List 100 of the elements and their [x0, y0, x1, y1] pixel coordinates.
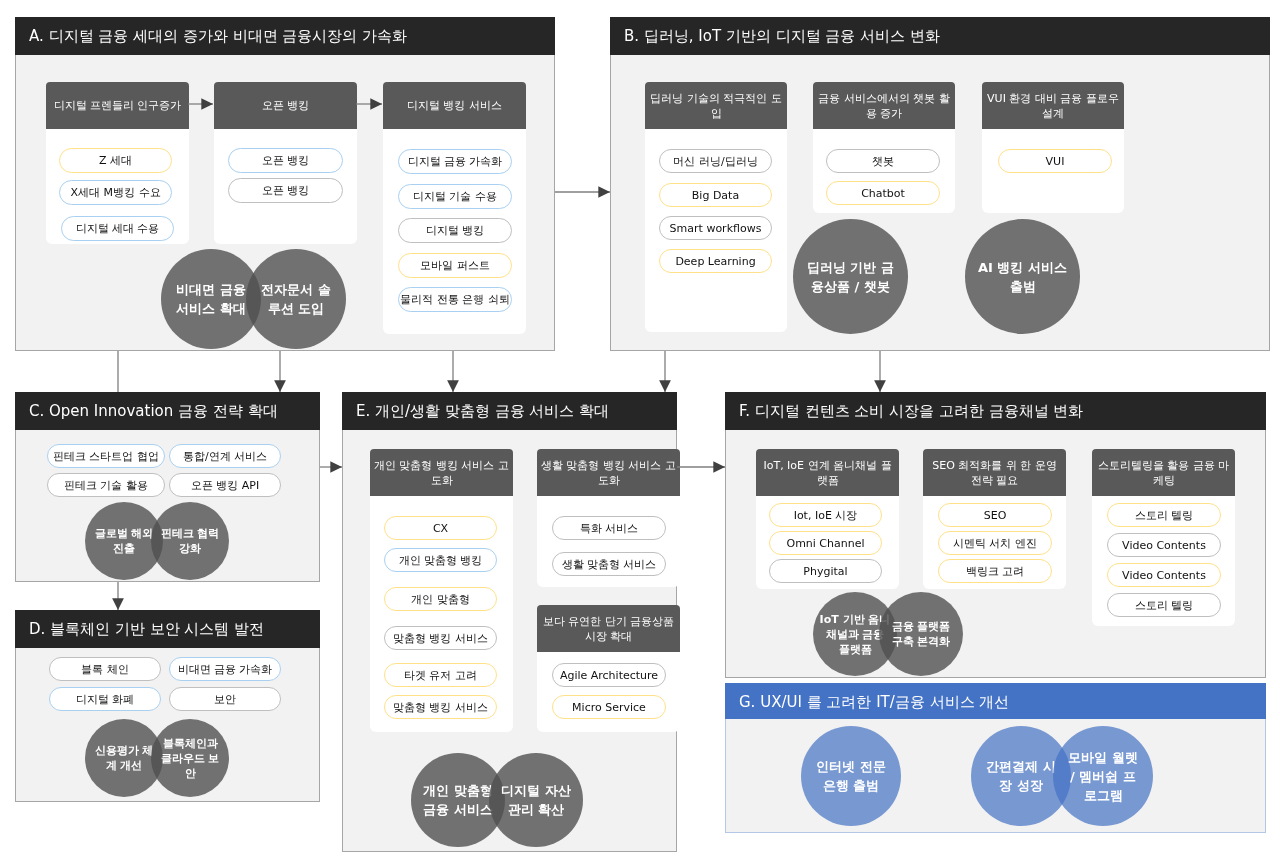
keyword-tag: 디지털 세대 수용 — [61, 216, 174, 241]
keyword-tag: 오픈 뱅킹 — [228, 148, 343, 173]
column-heading: 개인 맞춤형 뱅킹 서비스 고도화 — [370, 449, 513, 496]
keyword-tag: 타겟 유저 고려 — [384, 663, 497, 687]
keyword-tag: Deep Learning — [659, 249, 772, 273]
arrow — [355, 98, 383, 110]
keyword-tag: 오픈 뱅킹 — [228, 178, 343, 203]
section-heading: A. 디지털 금융 세대의 증가와 비대면 금융시장의 가속화 — [15, 17, 555, 55]
column-card — [370, 449, 513, 732]
arrow — [112, 581, 124, 611]
column-card — [46, 82, 189, 244]
keyword-tag: 머신 러닝/딥러닝 — [659, 149, 772, 173]
keyword-tag: 스토리 텔링 — [1107, 593, 1221, 617]
keyword-tag: VUI — [998, 149, 1112, 173]
column-heading: 생활 맞춤형 뱅킹 서비스 고도화 — [537, 449, 680, 496]
keyword-tag: 블록 체인 — [49, 657, 161, 681]
keyword-tag: 디지털 뱅킹 — [398, 218, 512, 243]
column-card — [813, 82, 955, 213]
column-card — [982, 82, 1124, 213]
keyword-tag: CX — [384, 516, 497, 540]
keyword-tag: Iot, IoE 시장 — [769, 503, 882, 527]
connector-line — [117, 350, 119, 393]
venn-circle: 딥러닝 기반 금융상품 / 챗봇 — [793, 219, 908, 334]
keyword-tag: Video Contents — [1107, 533, 1221, 557]
keyword-tag: Micro Service — [552, 695, 666, 719]
keyword-tag: Agile Architecture — [552, 663, 666, 687]
keyword-tag: 특화 서비스 — [552, 516, 666, 540]
keyword-tag: Chatbot — [826, 181, 940, 205]
keyword-tag: 통합/연계 서비스 — [169, 444, 281, 468]
column-heading: SEO 최적화를 위 한 운영 전략 필요 — [923, 449, 1066, 496]
column-card — [1092, 449, 1235, 626]
column-card — [923, 449, 1066, 589]
column-card — [645, 82, 787, 332]
section-panel — [15, 392, 320, 582]
column-heading: 딥러닝 기술의 적극적인 도입 — [645, 82, 787, 129]
keyword-tag: 디지털 화폐 — [49, 687, 161, 711]
column-card — [537, 605, 680, 732]
venn-circle: 블록체인과 클라우드 보안 — [151, 719, 229, 797]
column-card — [756, 449, 899, 589]
column-card — [214, 82, 357, 244]
arrow — [274, 350, 286, 393]
section-heading: B. 딥러닝, IoT 기반의 디지털 금융 서비스 변화 — [610, 17, 1270, 55]
keyword-tag: Omni Channel — [769, 531, 882, 555]
section-heading: E. 개인/생활 맞춤형 금융 서비스 확대 — [342, 392, 677, 430]
keyword-tag: SEO — [938, 503, 1052, 527]
column-heading: 디지털 뱅킹 서비스 — [383, 82, 526, 129]
column-heading: VUI 환경 대비 금융 플로우 설계 — [982, 82, 1124, 129]
column-heading: 금융 서비스에서의 챗봇 활용 증가 — [813, 82, 955, 129]
keyword-tag: 디지털 금융 가속화 — [398, 149, 512, 174]
keyword-tag: Z 세대 — [59, 148, 172, 173]
keyword-tag: 오픈 뱅킹 API — [169, 473, 281, 497]
keyword-tag: 맞춤형 뱅킹 서비스 — [384, 626, 497, 650]
keyword-tag: 핀테크 기술 활용 — [47, 473, 165, 497]
section-panel — [15, 17, 555, 351]
arrow — [447, 350, 459, 393]
arrow — [187, 98, 214, 110]
venn-circle: 전자문서 솔루션 도입 — [246, 249, 346, 349]
section-panel — [610, 17, 1270, 351]
arrow — [676, 461, 726, 473]
section-panel — [725, 392, 1266, 678]
venn-circle: AI 뱅킹 서비스 출범 — [965, 219, 1080, 334]
keyword-tag: Big Data — [659, 183, 772, 207]
keyword-tag: 개인 맞춤형 — [384, 587, 497, 611]
arrow — [319, 461, 343, 473]
keyword-tag: 챗봇 — [826, 149, 940, 173]
arrow — [874, 350, 886, 393]
section-heading: F. 디지털 컨텐츠 소비 시장을 고려한 금융채널 변화 — [725, 392, 1266, 430]
column-heading: 스토리텔링을 활용 금융 마케팅 — [1092, 449, 1235, 496]
section-heading: G. UX/UI 를 고려한 IT/금융 서비스 개선 — [725, 683, 1266, 719]
venn-circle: 모바일 월렛 / 멤버쉽 프로그램 — [1053, 726, 1153, 826]
section-panel — [342, 392, 677, 852]
keyword-tag: 생활 맞춤형 서비스 — [552, 552, 666, 576]
section-heading: D. 블록체인 기반 보안 시스템 발전 — [15, 610, 320, 648]
column-card — [383, 82, 526, 334]
column-heading: 보다 유연한 단기 금융상품시장 확대 — [537, 605, 680, 652]
keyword-tag: 비대면 금융 가속화 — [169, 657, 281, 681]
column-heading: 디지털 프렌들리 인구증가 — [46, 82, 189, 129]
keyword-tag: Smart workflows — [659, 216, 772, 240]
keyword-tag: 보안 — [169, 687, 281, 711]
keyword-tag: Video Contents — [1107, 563, 1221, 587]
keyword-tag: 개인 맞춤형 뱅킹 — [384, 548, 497, 572]
arrow — [659, 350, 671, 393]
keyword-tag: 디지털 기술 수용 — [398, 184, 512, 209]
keyword-tag: Phygital — [769, 559, 882, 583]
venn-circle: 핀테크 협력 강화 — [151, 502, 229, 580]
section-panel — [725, 683, 1266, 833]
keyword-tag: 시멘틱 서치 엔진 — [938, 531, 1052, 555]
arrow — [554, 186, 611, 198]
keyword-tag: 스토리 텔링 — [1107, 503, 1221, 527]
keyword-tag: 물리적 전통 은행 쇠퇴 — [398, 287, 512, 312]
column-heading: IoT, IoE 연계 옴니채널 플랫폼 — [756, 449, 899, 496]
venn-circle: 인터넷 전문 은행 출범 — [801, 726, 901, 826]
keyword-tag: 핀테크 스타트업 협업 — [47, 444, 165, 468]
keyword-tag: X세대 M뱅킹 수요 — [59, 180, 172, 205]
section-panel — [15, 610, 320, 802]
keyword-tag: 맞춤형 뱅킹 서비스 — [384, 695, 497, 719]
section-heading: C. Open Innovation 금융 전략 확대 — [15, 392, 320, 430]
keyword-tag: 백링크 고려 — [938, 559, 1052, 583]
column-card — [537, 449, 680, 587]
keyword-tag: 모바일 퍼스트 — [398, 253, 512, 278]
